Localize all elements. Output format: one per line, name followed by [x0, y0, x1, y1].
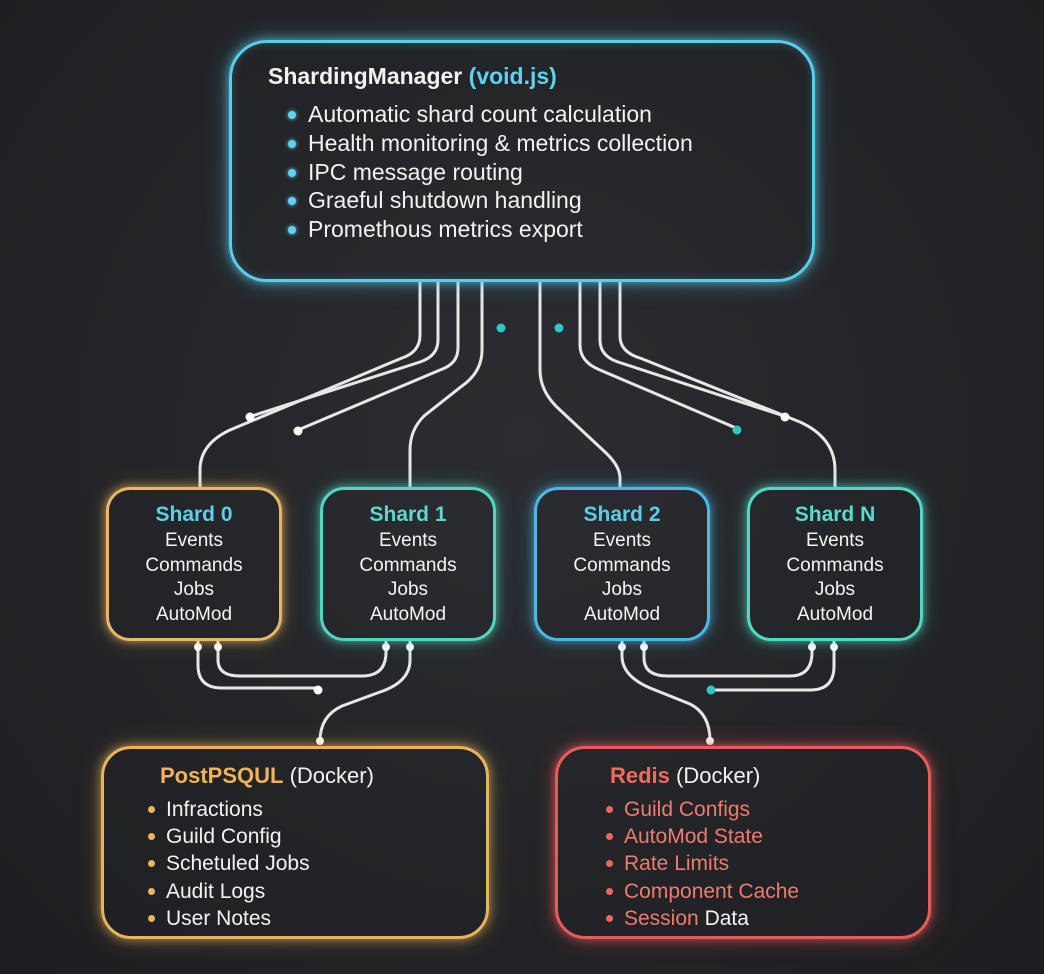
junction-dot [808, 643, 816, 651]
shard-0-name: Shard 0 [155, 503, 233, 526]
shard-feature: Jobs [814, 579, 856, 600]
postgres-title-text: PostPSQUL [160, 763, 284, 788]
shard-0-box: Shard 0 Events Commands Jobs AutoMod [106, 487, 282, 641]
wire-shard0-left [196, 639, 320, 690]
manager-feature-list: Automatic shard count calculation Health… [288, 100, 693, 244]
redis-item-list: Guild Configs AutoMod State Rate Limits … [606, 796, 799, 932]
shard-2-name: Shard 2 [583, 503, 661, 526]
wire-manager-shard1 [408, 280, 484, 489]
junction-dot [618, 643, 626, 651]
redis-title: Redis (Docker) [610, 763, 760, 789]
redis-box: Redis (Docker) Guild Configs AutoMod Sta… [555, 746, 931, 939]
shard-feature: AutoMod [583, 603, 661, 625]
redis-item: Component Cache [606, 878, 799, 905]
wire-manager-shard0 [198, 280, 422, 489]
postgres-item-list: Infractions Guild Config Schetuled Jobs … [148, 796, 310, 932]
redis-item: Rate Limits [606, 850, 799, 877]
postgres-item: Infractions [148, 796, 310, 823]
junction-dot [406, 643, 414, 651]
postgres-title: PostPSQUL (Docker) [160, 763, 374, 789]
redis-item-tail: Data [704, 906, 749, 930]
teal-dot [554, 323, 564, 333]
shard-feature: Events [164, 530, 224, 551]
shard-n-box: Shard N Events Commands Jobs AutoMod [747, 487, 923, 641]
junction-dot [706, 737, 714, 745]
wire-manager-right-1 [578, 280, 738, 430]
manager-feature-item: Graeful shutdown handling [288, 186, 693, 215]
shard-feature: AutoMod [796, 603, 874, 625]
manager-feature-item: IPC message routing [288, 158, 693, 187]
junction-dot [313, 685, 323, 695]
redis-item: AutoMod State [606, 823, 799, 850]
shard-feature: Events [378, 530, 438, 551]
redis-title-text: Redis [610, 763, 670, 788]
postgres-item: Guild Config [148, 823, 310, 850]
shard-feature: Events [805, 530, 865, 551]
postgres-title-suffix: (Docker) [289, 763, 374, 788]
manager-title: ShardingManager (void.js) [268, 63, 557, 90]
junction-dot [316, 737, 324, 745]
shard-1-box: Shard 1 Events Commands Jobs AutoMod [320, 487, 496, 641]
junction-dot [214, 643, 222, 651]
wire-shard2-shardN [642, 639, 814, 678]
redis-item: Session Data [606, 905, 799, 932]
shard-2-box: Shard 2 Events Commands Jobs AutoMod [534, 487, 710, 641]
teal-dot [732, 425, 742, 435]
junction-dot [245, 412, 255, 422]
shard-n-name: Shard N [794, 503, 876, 526]
shard-1-name: Shard 1 [369, 503, 447, 526]
junction-dot [640, 643, 648, 651]
sharding-manager-box: ShardingManager (void.js) Automatic shar… [229, 40, 815, 282]
manager-feature-item: Automatic shard count calculation [288, 100, 693, 129]
manager-title-text: ShardingManager [268, 63, 463, 89]
wire-shard0-right [216, 639, 388, 678]
wire-shardN-left [710, 639, 836, 692]
wire-manager-right-2 [598, 280, 786, 418]
postgres-item: Schetuled Jobs [148, 850, 310, 877]
junction-dot [194, 643, 202, 651]
redis-item-text: Session [624, 906, 699, 930]
shard-feature: Commands [359, 554, 457, 576]
redis-item: Guild Configs [606, 796, 799, 823]
manager-subtitle: (void.js) [468, 63, 557, 89]
postgres-item: User Notes [148, 905, 310, 932]
junction-dot [293, 426, 303, 436]
postgres-box: PostPSQUL (Docker) Infractions Guild Con… [101, 746, 489, 939]
shard-feature: Commands [145, 554, 243, 576]
wire-shard2-redis [620, 639, 712, 743]
shard-feature: Commands [573, 554, 671, 576]
shard-feature: Jobs [173, 579, 215, 600]
postgres-item: Audit Logs [148, 878, 310, 905]
wire-manager-shard2 [538, 280, 622, 489]
shard-feature: AutoMod [369, 603, 447, 625]
shard-feature: Commands [786, 554, 884, 576]
shard-feature: AutoMod [155, 603, 233, 625]
wire-manager-shardN [618, 280, 837, 489]
junction-dot [830, 643, 838, 651]
shard-feature: Jobs [601, 579, 643, 600]
manager-feature-item: Promethous metrics export [288, 215, 693, 244]
redis-title-suffix: (Docker) [676, 763, 761, 788]
junction-dot [780, 412, 790, 422]
shard-feature: Events [592, 530, 652, 551]
wire-manager-left-2 [296, 280, 460, 432]
shard-feature: Jobs [387, 579, 429, 600]
junction-dot [382, 643, 390, 651]
manager-feature-item: Health monitoring & metrics collection [288, 129, 693, 158]
wire-manager-left-1 [250, 280, 440, 418]
teal-dot [706, 685, 716, 695]
wire-shard1-postgres [318, 639, 412, 743]
teal-dot [496, 323, 506, 333]
